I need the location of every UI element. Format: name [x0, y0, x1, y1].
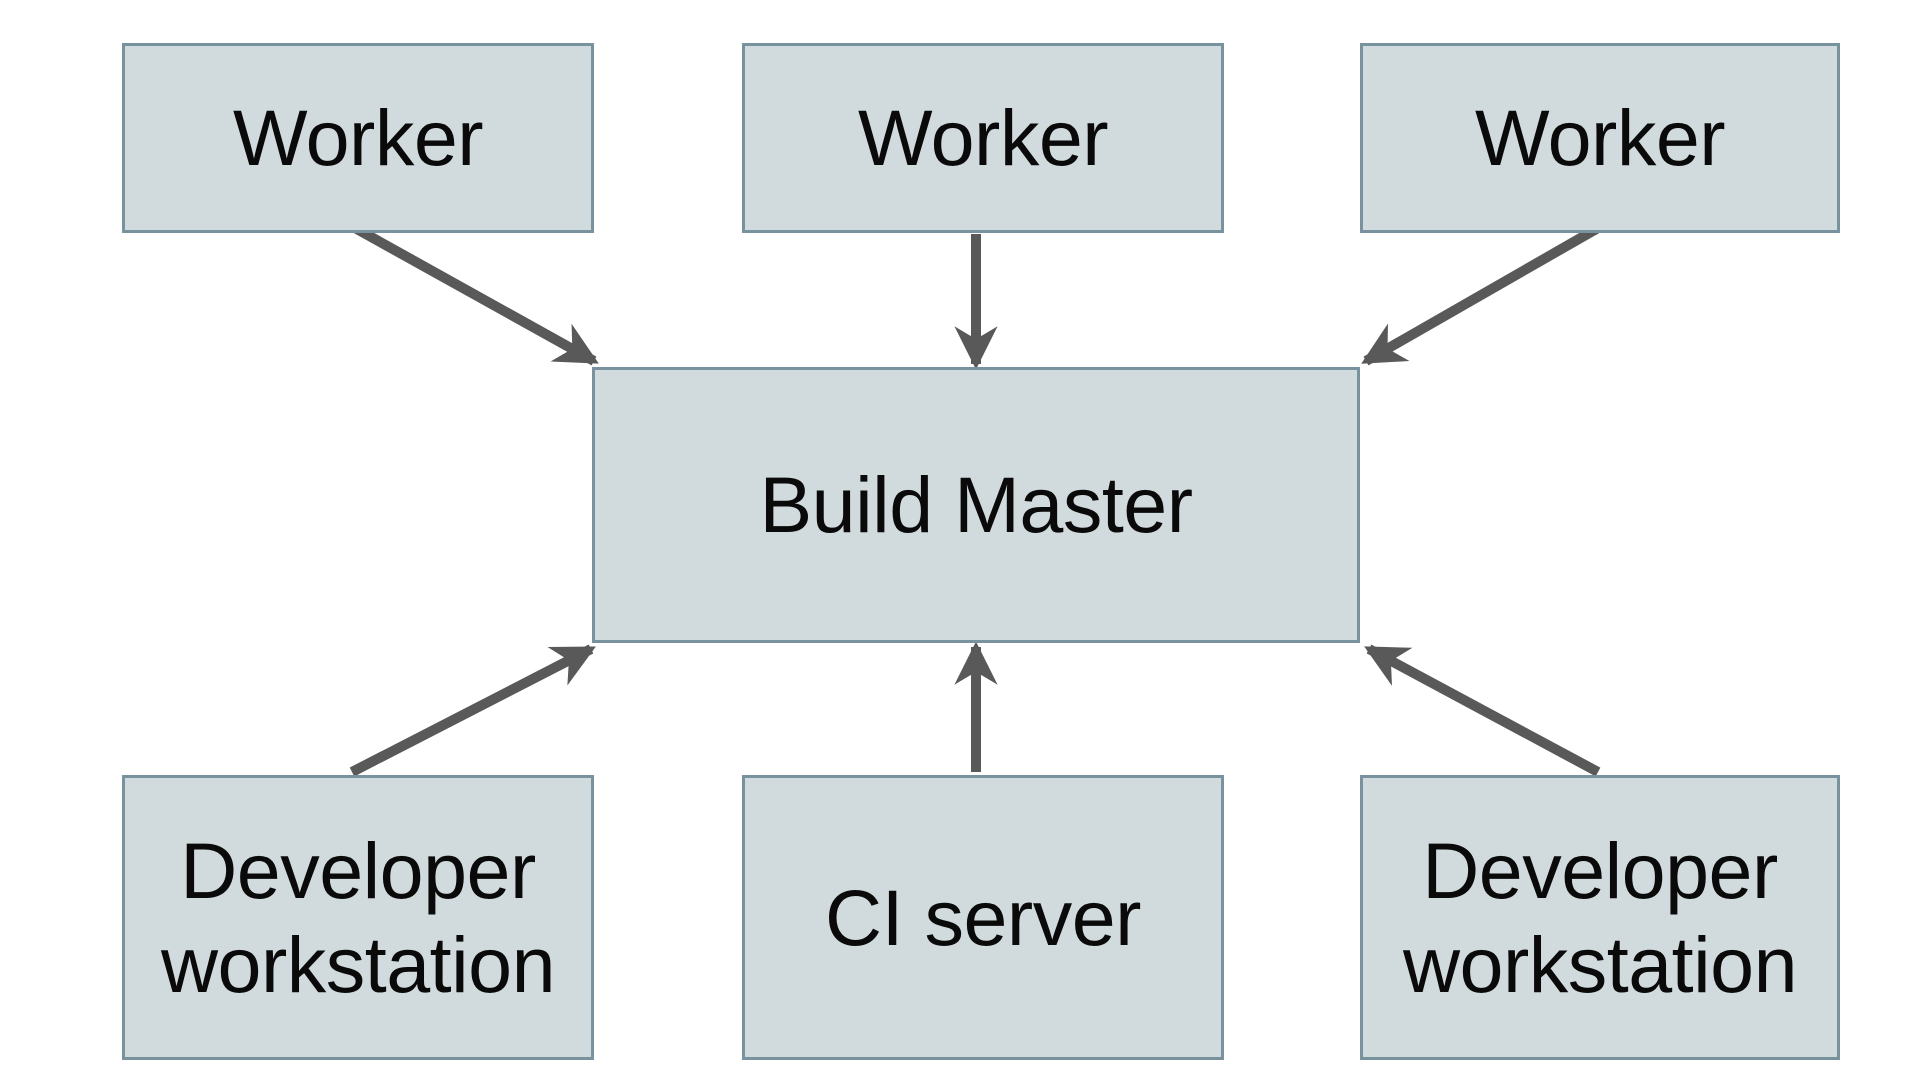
node-label: Worker: [232, 93, 484, 183]
node-build-master: Build Master: [592, 367, 1360, 643]
node-label: Developer workstation: [160, 826, 556, 1009]
node-label: CI server: [825, 872, 1141, 962]
node-developer-workstation-1: Developer workstation: [122, 775, 594, 1060]
arrows-group: [349, 223, 1601, 777]
node-worker-1: Worker: [122, 43, 594, 233]
arrow-worker-3-to-build-master: [1361, 223, 1601, 366]
node-label: Build Master: [759, 460, 1193, 550]
node-label: Developer workstation: [1402, 826, 1798, 1009]
node-developer-workstation-2: Developer workstation: [1360, 775, 1840, 1060]
node-worker-3: Worker: [1360, 43, 1840, 233]
arrow-worker-1-to-build-master: [352, 223, 599, 366]
node-label: Worker: [1474, 93, 1726, 183]
node-label: Worker: [857, 93, 1109, 183]
node-ci-server: CI server: [742, 775, 1224, 1060]
arrow-developer-workstation-2-to-build-master: [1364, 644, 1601, 777]
arrow-developer-workstation-1-to-build-master: [349, 644, 596, 777]
node-worker-2: Worker: [742, 43, 1224, 233]
